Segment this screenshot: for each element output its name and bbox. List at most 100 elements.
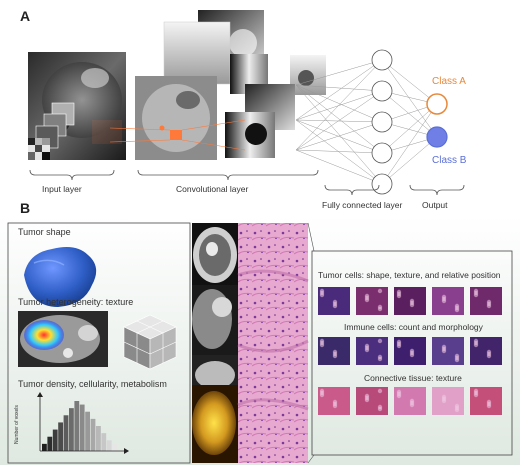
network-edge (295, 149, 383, 154)
network-edge (295, 84, 383, 185)
histogram-ylabel: Number of voxels (14, 405, 20, 444)
connective-tissue-tile (356, 387, 388, 415)
input-layer-label: Input layer (42, 184, 82, 194)
hidden-node (371, 142, 393, 164)
tile-cell-detail (377, 288, 383, 294)
class-a-node (426, 93, 448, 115)
fc-layer-label: Fully connected layer (322, 200, 403, 210)
conv-layer-label: Convolutional layer (176, 184, 249, 194)
input-ct-image (28, 52, 126, 160)
hidden-node (371, 80, 393, 102)
tile-cell-detail (364, 297, 370, 303)
histology-tiles (318, 287, 502, 415)
histogram-bar (85, 411, 90, 451)
panel-b-letter: B (20, 200, 31, 216)
tile-cell-detail (319, 342, 325, 348)
tile-cell-detail (377, 388, 383, 394)
network-edge (295, 119, 383, 123)
tumor-density-title: Tumor density, cellularity, metabolism (18, 379, 167, 389)
histogram-bar (79, 404, 85, 451)
network-edge (295, 121, 383, 151)
histogram-bar (90, 418, 96, 451)
histogram-bar (74, 401, 80, 451)
network-edge (295, 59, 383, 121)
tile-cell-detail (319, 292, 325, 298)
histogram-bar (52, 429, 58, 451)
tile-cell-detail (454, 357, 460, 363)
network-edge (381, 59, 438, 105)
tumor-texture-title: Tumor heterogeneity: texture (18, 297, 134, 307)
tile-cell-detail (473, 292, 479, 298)
histogram-bar (42, 443, 47, 451)
network-edge (295, 59, 383, 151)
tile-cell-detail (486, 353, 492, 359)
immune-cell-tile (356, 337, 388, 365)
mri-strip (192, 223, 238, 463)
histogram-bar (106, 440, 112, 451)
conv-connection-lines (109, 119, 246, 151)
network-edge (381, 90, 438, 138)
hidden-node (371, 111, 393, 133)
tile-cell-detail (332, 353, 338, 359)
texture-cube (123, 314, 177, 370)
right-box (311, 250, 513, 456)
output-label: Output (422, 200, 448, 210)
pixel-patch (28, 138, 50, 160)
histogram-bar (58, 422, 63, 451)
convolutional-feature-maps (135, 10, 326, 160)
density-histogram (42, 401, 117, 451)
tile-cell-detail (486, 303, 492, 309)
network-edge (295, 84, 383, 92)
class-b-node (426, 126, 448, 148)
network-edge (381, 103, 438, 185)
tile-cell-detail (332, 303, 338, 309)
tile-cell-detail (377, 356, 383, 362)
panel-a-diagram (28, 10, 465, 196)
class-a-label: Class A (432, 76, 466, 87)
class-b-label: Class B (432, 155, 467, 166)
histogram-bar (96, 426, 101, 451)
panel-b-diagram (0, 215, 520, 465)
tumor-cell-tile (356, 287, 388, 315)
he-histology-strip (238, 223, 308, 463)
connective-tissue-tile (432, 387, 464, 415)
tile-cell-detail (441, 298, 447, 304)
network-edge (295, 90, 383, 121)
hidden-node (371, 173, 393, 195)
histogram-bar (112, 443, 117, 451)
histogram-bar (47, 436, 53, 451)
tile-cell-detail (409, 402, 415, 408)
tile-cell-detail (409, 302, 415, 308)
tile-cell-detail (377, 306, 383, 312)
tile-cell-detail (396, 293, 402, 299)
network-edge (295, 119, 383, 185)
immune-cells-title: Immune cells: count and morphology (344, 322, 483, 332)
tile-cell-detail (441, 348, 447, 354)
tile-cell-detail (364, 397, 370, 403)
immune-cell-tile (432, 337, 464, 365)
tile-cell-detail (454, 407, 460, 413)
tile-cell-detail (319, 392, 325, 398)
histogram-bar (69, 408, 74, 451)
network-edge (381, 59, 438, 138)
network-edge (295, 119, 383, 154)
tile-cell-detail (377, 406, 383, 412)
fully-connected-network (295, 49, 448, 195)
hidden-node (371, 49, 393, 71)
tile-cell-detail (473, 342, 479, 348)
tile-cell-detail (454, 307, 460, 313)
tumor-cell-tile (432, 287, 464, 315)
tile-cell-detail (409, 352, 415, 358)
left-box (7, 222, 191, 464)
network-edge (381, 136, 438, 185)
texture-ct-image (18, 311, 108, 367)
tumor-cells-title: Tumor cells: shape, texture, and relativ… (318, 270, 501, 280)
histogram-bar (101, 433, 107, 451)
network-edge (295, 84, 383, 154)
tile-cell-detail (441, 398, 447, 404)
network-edge (295, 84, 383, 123)
connective-tissue-title: Connective tissue: texture (364, 373, 462, 383)
network-edge (295, 149, 383, 185)
network-edge (295, 59, 383, 86)
layer-braces (29, 169, 465, 196)
